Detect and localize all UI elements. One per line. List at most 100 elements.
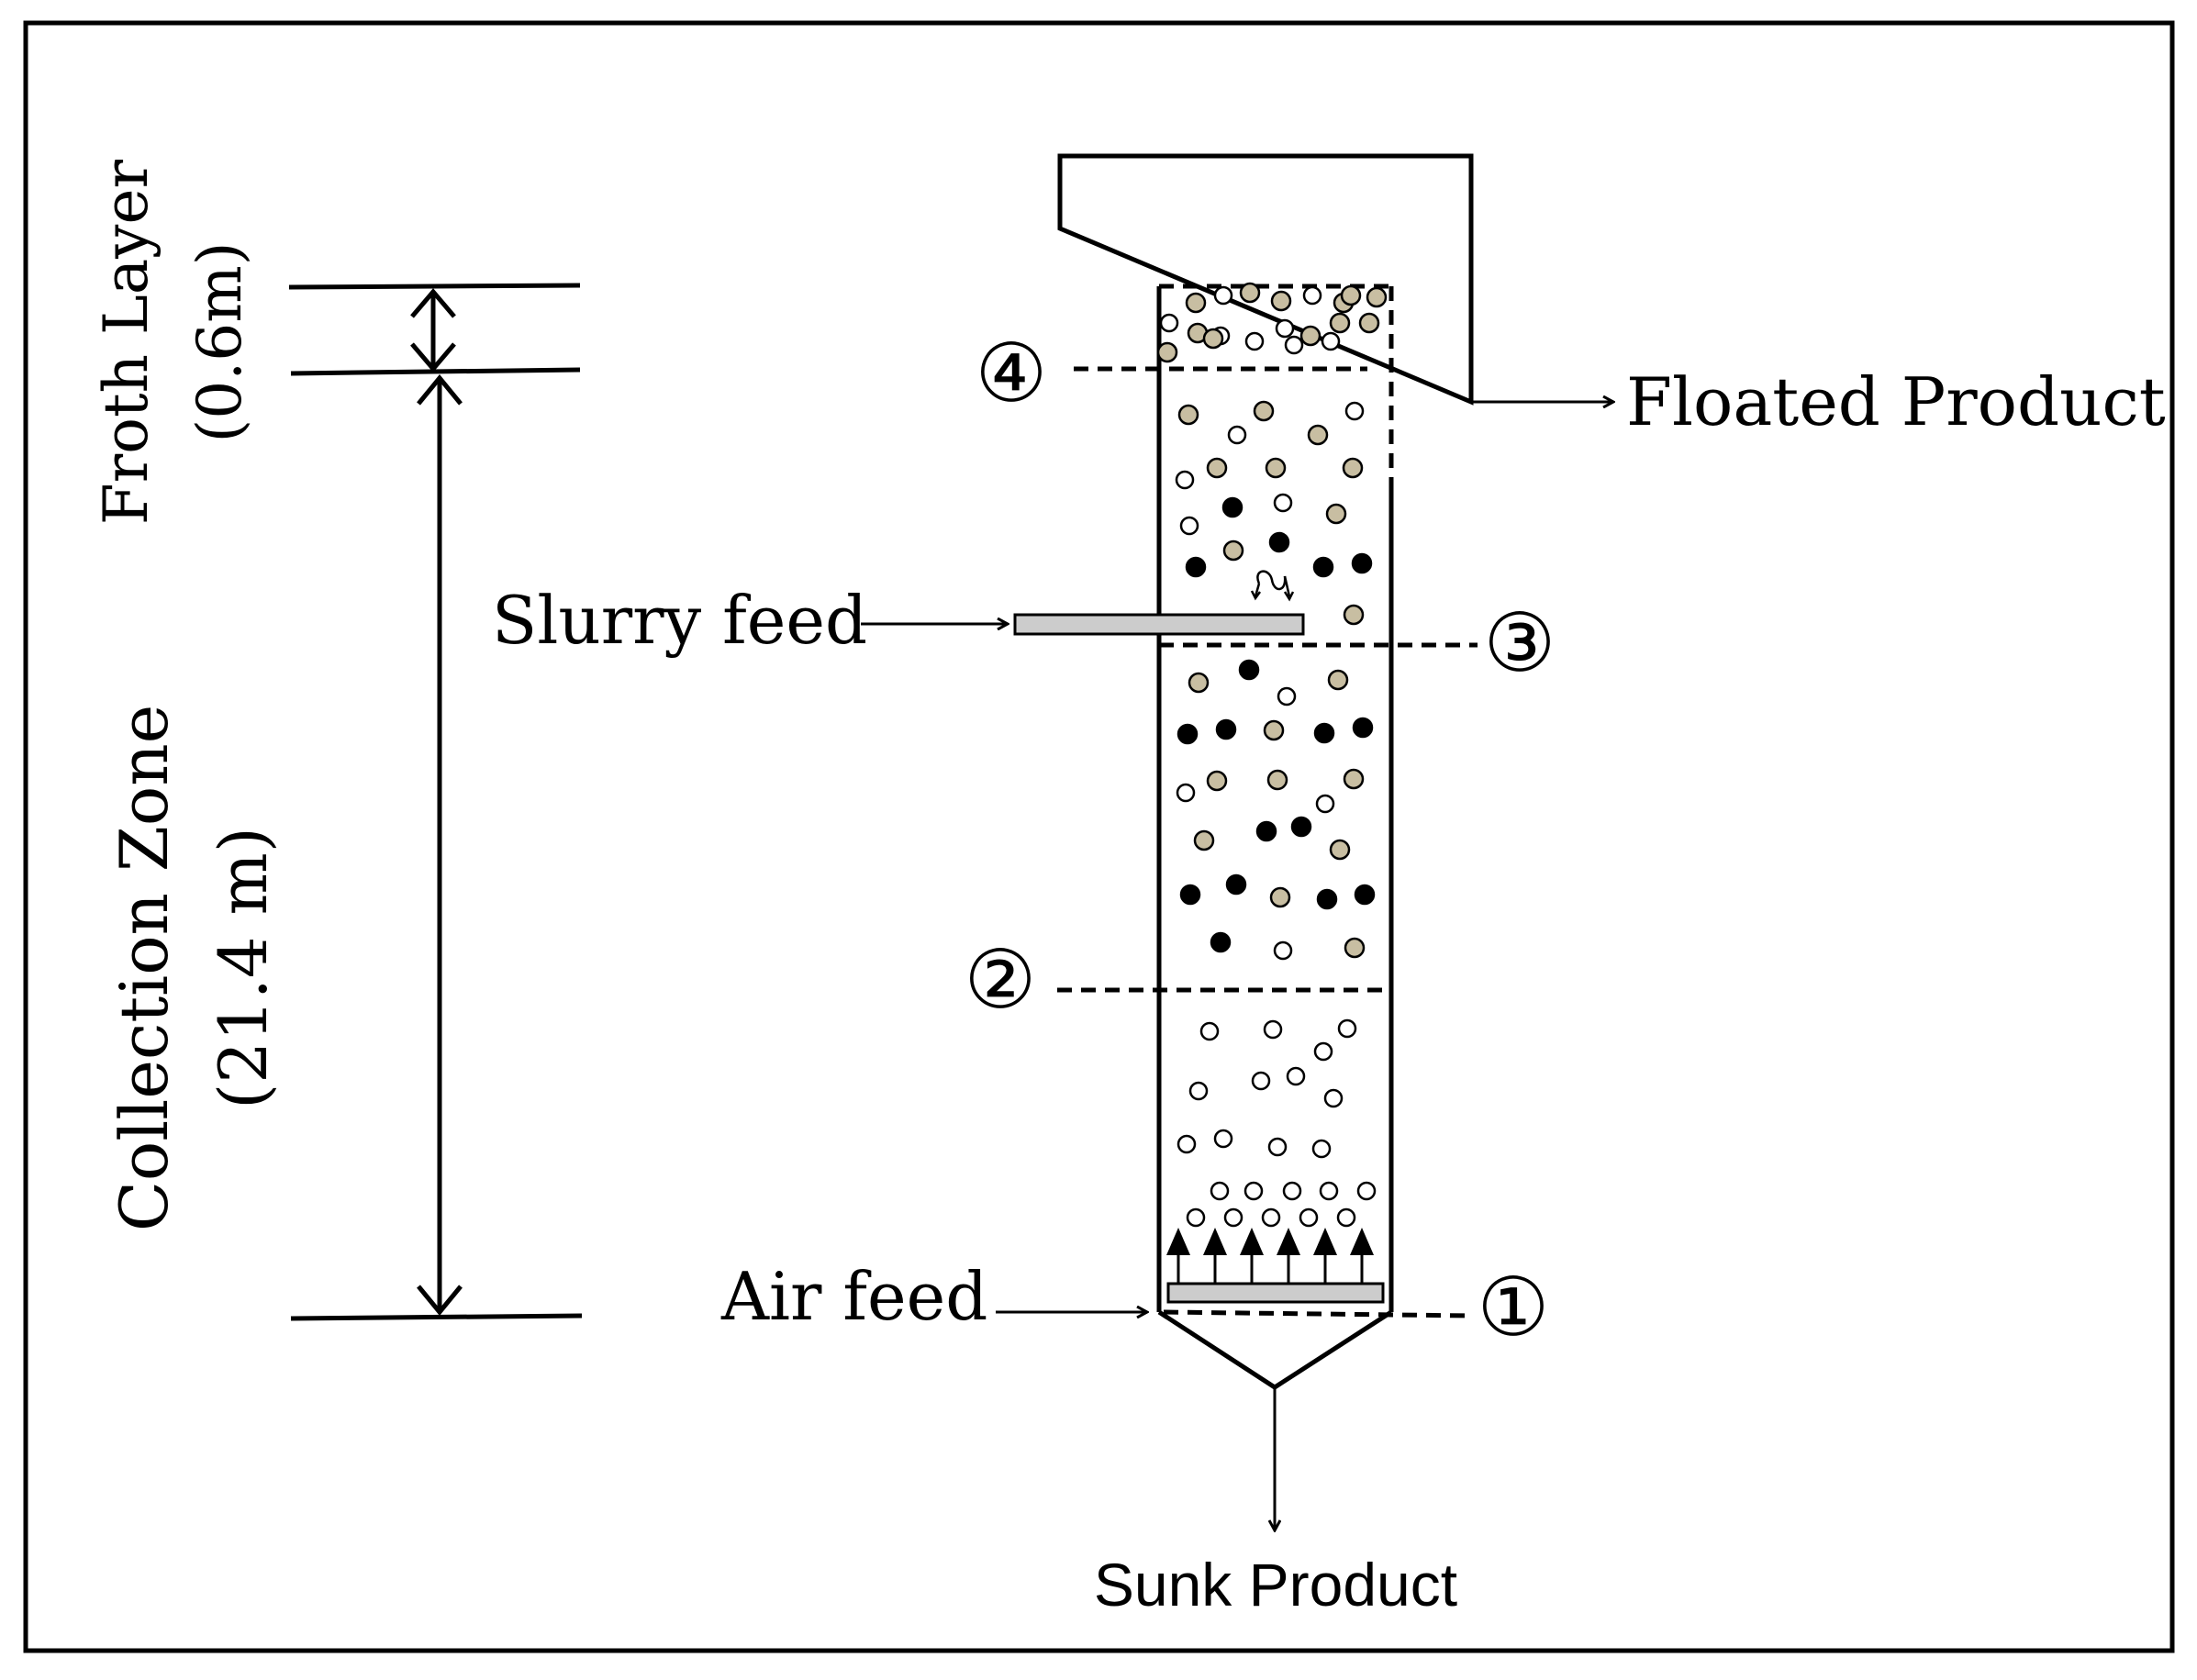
tan-particle — [1202, 328, 1224, 350]
sample-point-1: ① — [1478, 1260, 1550, 1354]
tan-particle — [1177, 404, 1199, 426]
black-particle — [1255, 820, 1277, 842]
air-bubble — [1263, 1019, 1283, 1040]
black-particle — [1185, 556, 1207, 578]
air-bubble — [1213, 1129, 1233, 1149]
black-particle — [1316, 888, 1338, 910]
tan-particle — [1193, 829, 1215, 851]
tan-particle — [1266, 769, 1288, 791]
air-bubble — [1175, 470, 1195, 490]
figure-frame — [23, 20, 2175, 1653]
tan-particle — [1327, 669, 1349, 691]
black-particle — [1312, 556, 1334, 578]
black-particle — [1215, 718, 1237, 740]
black-particle — [1210, 931, 1232, 953]
sample-point-4: ④ — [976, 326, 1048, 420]
air-bubble — [1251, 1071, 1271, 1091]
tan-particle — [1269, 886, 1291, 908]
tan-particle — [1342, 457, 1364, 479]
black-particle — [1268, 531, 1290, 553]
air-bubble — [1315, 794, 1335, 814]
sunk-product-label: Sunk Product — [1094, 1551, 1457, 1619]
air-bubble — [1213, 285, 1233, 306]
froth-layer-size-label: (0.6m) — [184, 241, 255, 442]
air-bubble — [1275, 318, 1295, 339]
air-bubble — [1210, 1181, 1230, 1201]
particles — [1156, 282, 1388, 1228]
tan-particle — [1188, 672, 1210, 694]
froth-launder — [1057, 153, 1474, 406]
air-arrow-head — [1313, 1228, 1337, 1255]
sample-point-3: ③ — [1484, 595, 1556, 690]
tan-particle — [1325, 503, 1347, 525]
air-bubble — [1159, 313, 1179, 333]
slurry-feed-label: Slurry feed — [492, 582, 867, 659]
tan-particle — [1307, 424, 1329, 446]
dimension-top-line — [288, 283, 581, 290]
tan-particle — [1239, 282, 1261, 304]
air-bubble — [1311, 1139, 1332, 1159]
air-bubble — [1286, 1066, 1306, 1086]
air-sparger — [1166, 1282, 1385, 1304]
dimension-middle-line — [290, 367, 581, 376]
black-particle — [1290, 816, 1312, 838]
tan-particle — [1299, 325, 1322, 347]
black-particle — [1221, 496, 1243, 518]
tan-particle — [1253, 400, 1275, 422]
air-bubble — [1176, 783, 1196, 803]
tan-particle — [1329, 839, 1351, 861]
column-cone — [1157, 1309, 1393, 1390]
tan-particle — [1329, 312, 1351, 334]
tan-particle — [1343, 768, 1365, 790]
air-bubble — [1261, 1207, 1281, 1228]
sample-line-1 — [1163, 1309, 1471, 1318]
air-bubble — [1273, 493, 1293, 513]
air-bubble — [1313, 1041, 1333, 1062]
collection-zone-size-label: (21.4 m) — [205, 827, 282, 1109]
air-bubble — [1177, 1134, 1197, 1154]
air-arrow-head — [1240, 1228, 1264, 1255]
tan-particle — [1358, 312, 1380, 334]
black-particle — [1354, 884, 1376, 906]
tan-particle — [1265, 457, 1287, 479]
black-particle — [1351, 552, 1373, 574]
air-arrow-head — [1277, 1228, 1300, 1255]
floated-product-label: Floated Product — [1626, 363, 2166, 440]
air-arrow-head — [1203, 1228, 1227, 1255]
air-bubble — [1321, 331, 1341, 351]
black-particle — [1179, 884, 1201, 906]
air-bubble — [1356, 1181, 1377, 1201]
air-bubble — [1267, 1137, 1288, 1157]
black-particle — [1177, 723, 1199, 745]
air-bubble — [1319, 1181, 1339, 1201]
tan-particle — [1222, 540, 1244, 562]
air-arrow-head — [1350, 1228, 1374, 1255]
air-bubble — [1273, 940, 1293, 961]
tan-particle — [1340, 284, 1362, 306]
tan-particle — [1343, 604, 1365, 626]
dimension-scale — [288, 283, 583, 1321]
air-bubble — [1223, 1207, 1243, 1228]
slurry-feed-pipe — [1013, 613, 1305, 636]
tan-particle — [1270, 290, 1292, 312]
air-bubble — [1337, 1018, 1357, 1039]
air-bubble — [1344, 401, 1365, 421]
air-bubble — [1199, 1021, 1220, 1041]
air-bubble — [1179, 516, 1199, 536]
dimension-bottom-line — [290, 1313, 583, 1321]
black-particle — [1352, 717, 1374, 739]
tan-particle — [1185, 292, 1207, 314]
swirl-icon — [1250, 570, 1295, 602]
air-bubble — [1302, 285, 1322, 306]
air-bubble — [1227, 425, 1247, 445]
black-particle — [1238, 659, 1260, 681]
tan-particle — [1206, 457, 1228, 479]
tan-particle — [1206, 770, 1228, 792]
air-bubble — [1243, 1181, 1264, 1201]
tan-particle — [1156, 341, 1178, 363]
air-bubble — [1284, 335, 1304, 355]
froth-layer-label: Froth Layer — [91, 159, 162, 525]
black-particle — [1225, 873, 1247, 896]
air-bubble-arrows — [1166, 1228, 1374, 1284]
sample-point-2: ② — [965, 932, 1037, 1027]
